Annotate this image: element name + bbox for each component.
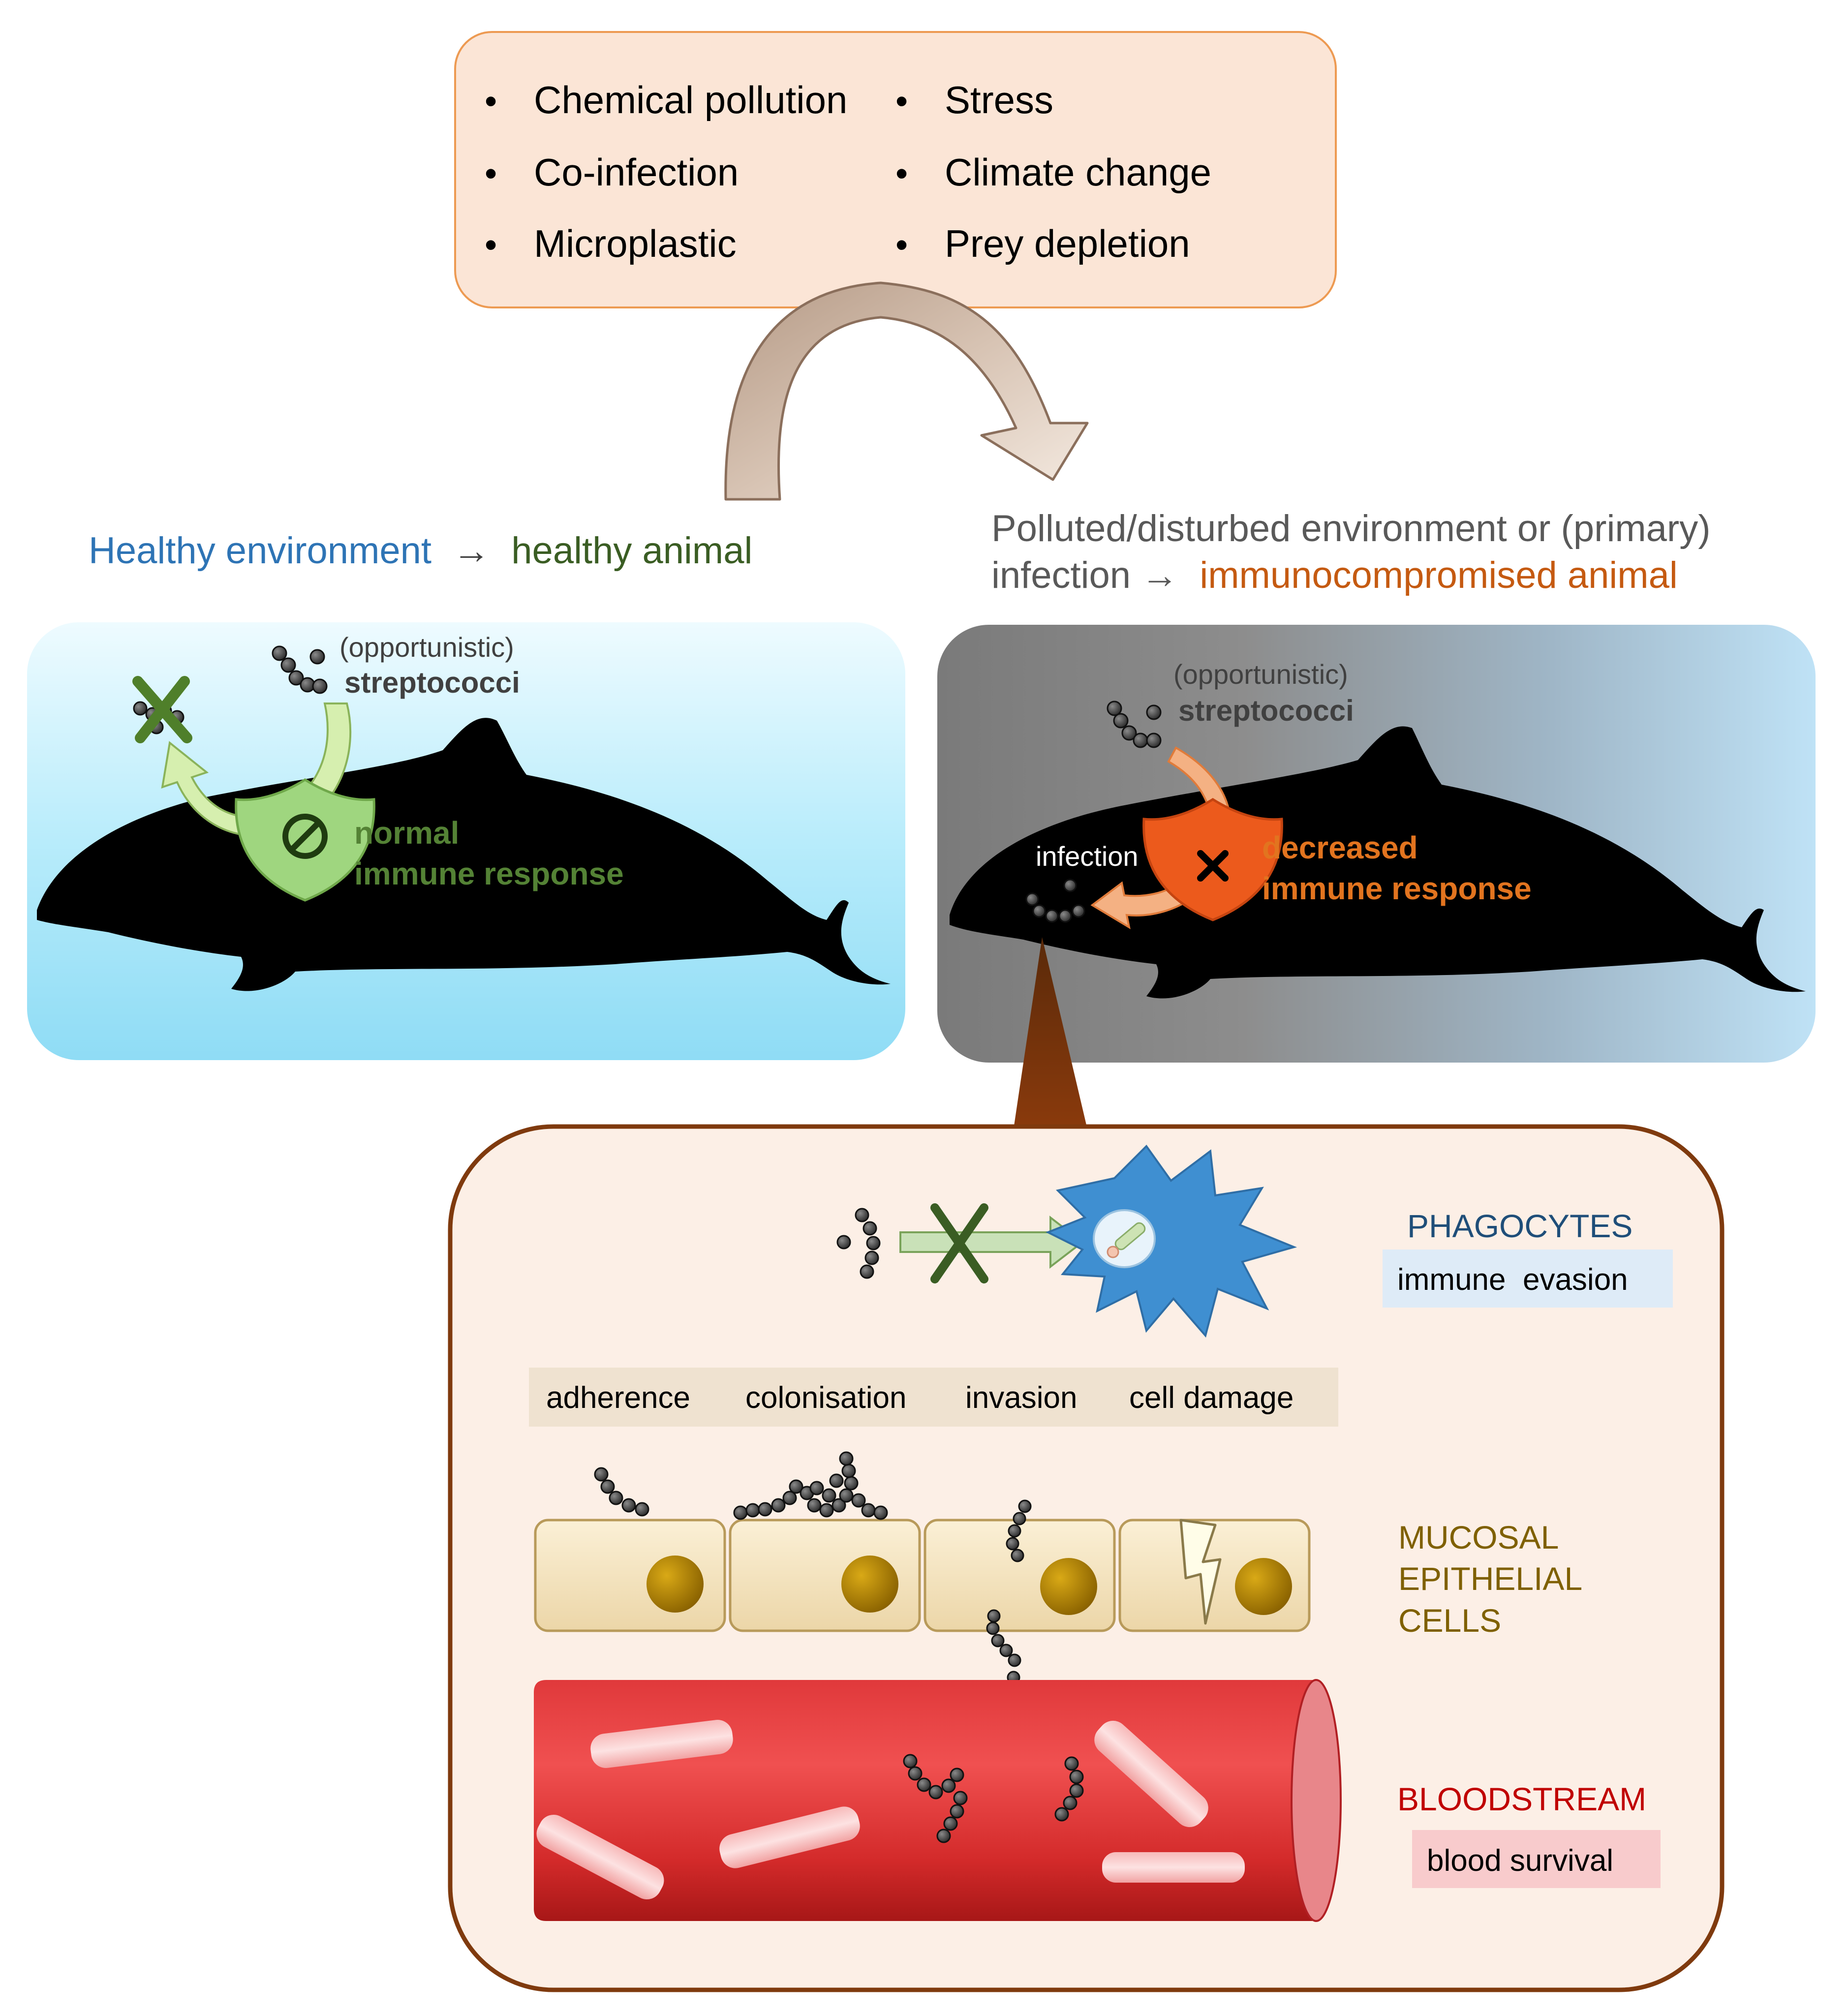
- cell-nucleus: [1235, 1558, 1292, 1615]
- shield-icon: [1142, 798, 1283, 921]
- stress-factors-box: • Chemical pollution • Co-infection • Mi…: [454, 31, 1337, 308]
- healthy-panel: (opportunistic) streptococci normal immu…: [27, 622, 905, 1060]
- blood-bacteria: [903, 1754, 1084, 1843]
- healthy-heading: Healthy environment → healthy animal: [89, 530, 752, 572]
- immune-evasion-label: immune evasion: [1397, 1263, 1628, 1297]
- streptococci-cluster: [1107, 701, 1162, 748]
- step-cell-damage: cell damage: [1129, 1381, 1294, 1415]
- blood-survival-badge: [1412, 1830, 1661, 1888]
- immune-response-label: immune response: [1262, 871, 1532, 906]
- bullet: •: [485, 225, 497, 265]
- bullet: •: [485, 82, 497, 121]
- engulfed-granule: [1107, 1246, 1119, 1258]
- transition-arrow: [724, 281, 1089, 501]
- porpoise-silhouette-healthy: [37, 718, 891, 991]
- factor-item: Climate change: [945, 151, 1211, 194]
- step-colonisation: colonisation: [745, 1381, 906, 1415]
- opportunistic-label: (opportunistic): [339, 632, 514, 663]
- zoom-connector: [1014, 937, 1087, 1129]
- infecting-bacteria: [1025, 879, 1085, 923]
- decreased-label: decreased: [1262, 830, 1418, 865]
- bullet: •: [895, 82, 908, 121]
- polluted-panel: (opportunistic) streptococci infection d…: [937, 625, 1816, 1063]
- infection-label: infection: [1036, 841, 1139, 872]
- epithelial-label: EPITHELIAL: [1398, 1560, 1582, 1597]
- arrow-glyph: →: [453, 530, 490, 572]
- detail-panel: PHAGOCYTES immune evasion adherence colo…: [448, 1124, 1725, 1992]
- blood-survival-label: blood survival: [1427, 1844, 1613, 1878]
- factor-list-right: • Stress • Climate change • Prey depleti…: [895, 78, 1211, 265]
- bullet: •: [895, 154, 908, 193]
- normal-label: normal: [354, 815, 459, 851]
- phagocyte-bacteria: [836, 1208, 881, 1279]
- porpoise-silhouette-compromised: [950, 726, 1806, 999]
- phagocytosis-arrow: [899, 1215, 1084, 1269]
- factor-item: Co-infection: [534, 151, 739, 194]
- opportunistic-label: (opportunistic): [1173, 659, 1348, 690]
- polluted-heading-line2: infection → immunocompromised animal: [991, 554, 1678, 596]
- cell-nucleus: [1040, 1558, 1097, 1615]
- factor-item: Microplastic: [534, 222, 737, 265]
- bullet: •: [895, 225, 908, 265]
- cell-nucleus: [647, 1556, 704, 1613]
- healthy-animal-label: healthy animal: [511, 530, 752, 572]
- streptococci-label: streptococci: [344, 666, 520, 699]
- colonising-bacteria: [733, 1451, 888, 1520]
- factor-item: Chemical pollution: [534, 78, 847, 122]
- immune-response-label: immune response: [354, 856, 624, 891]
- phagocytes-label: PHAGOCYTES: [1407, 1208, 1632, 1244]
- healthy-environment-label: Healthy environment: [89, 530, 431, 572]
- cross-icon: [930, 1203, 988, 1283]
- cells-label: CELLS: [1398, 1602, 1501, 1639]
- infection-steps-bar: [529, 1368, 1338, 1427]
- cell-nucleus: [841, 1556, 898, 1613]
- infection-arrow-label: infection →: [991, 554, 1178, 596]
- factor-item: Prey depletion: [945, 222, 1190, 265]
- factor-item: Stress: [945, 78, 1053, 122]
- epithelial-cell-row: [534, 1519, 1311, 1632]
- streptococci-label: streptococci: [1178, 694, 1354, 727]
- step-adherence: adherence: [546, 1381, 690, 1415]
- mucosal-label: MUCOSAL: [1398, 1519, 1559, 1556]
- bullet: •: [485, 154, 497, 193]
- shield-icon: [235, 778, 375, 902]
- factor-list-left: • Chemical pollution • Co-infection • Mi…: [485, 78, 847, 265]
- blood-vessel: [534, 1679, 1342, 1922]
- immunocompromised-label: immunocompromised animal: [1200, 554, 1677, 596]
- polluted-heading-line1: Polluted/disturbed environment or (prima…: [991, 508, 1711, 549]
- adherent-bacteria: [594, 1467, 649, 1517]
- cross-icon: [132, 676, 192, 743]
- red-blood-cells: [536, 1720, 1245, 1900]
- streptococci-cluster: [272, 645, 328, 694]
- bloodstream-label: BLOODSTREAM: [1397, 1781, 1646, 1817]
- immune-evasion-badge: [1383, 1250, 1673, 1308]
- engulfed-bacterium: [1114, 1222, 1146, 1250]
- lightning-icon: [1179, 1519, 1222, 1625]
- step-invasion: invasion: [965, 1381, 1077, 1415]
- phagocyte-cell: [1046, 1144, 1297, 1338]
